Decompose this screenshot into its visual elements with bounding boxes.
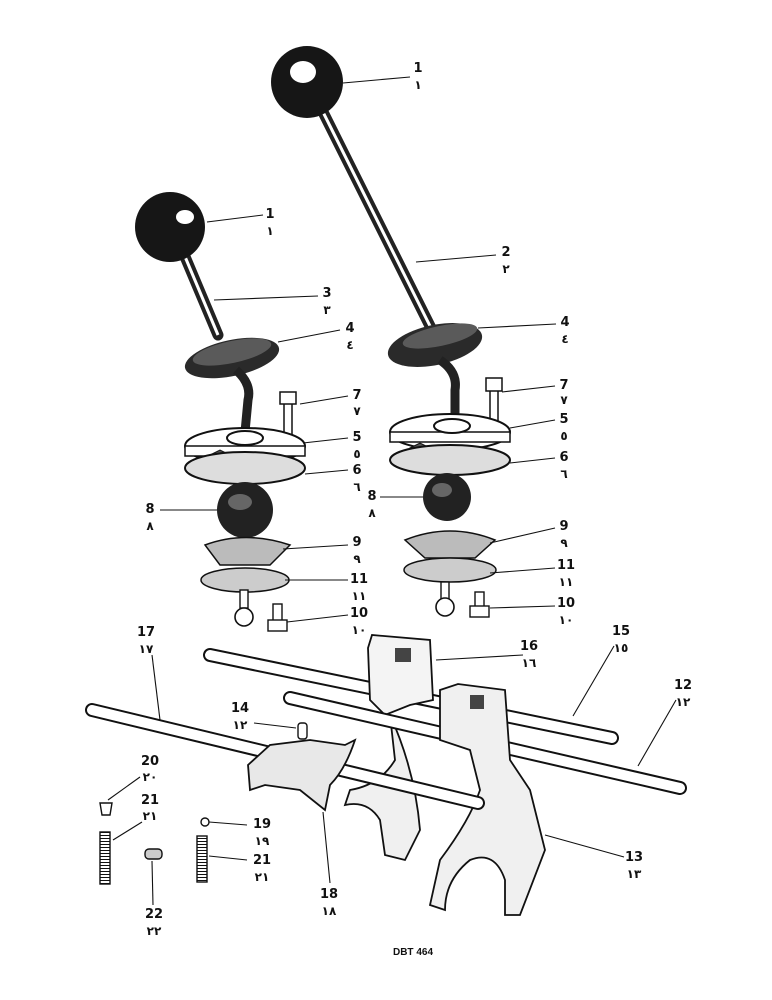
callout-selector-block: 16 <box>520 639 538 654</box>
callout-right-screw: 10 <box>557 596 575 611</box>
callout-long-rod: 17 <box>137 625 155 640</box>
callout-cap: 20 <box>141 754 159 769</box>
callout-left-cup-ar: ٤ <box>346 338 353 352</box>
ball-bearing <box>200 817 210 827</box>
callout-right-lower-plate: 11 <box>557 558 575 573</box>
left-ball-stud <box>234 607 254 627</box>
callout-left-bolt: 7 <box>352 388 361 403</box>
callout-right-screw-ar: ١٠ <box>559 613 574 627</box>
callout-right-flange-ar: ٥ <box>560 429 567 443</box>
callout-right-lever: 2 <box>501 245 510 260</box>
callout-ball-bearing-ar: ١٩ <box>255 834 270 848</box>
plug <box>144 848 163 860</box>
callout-left-bolt-ar: ٧ <box>353 404 361 418</box>
callout-left-knob-ar: ١ <box>266 224 273 238</box>
callout-right-cup-ar: ٤ <box>561 332 568 346</box>
cap <box>99 802 113 816</box>
pin <box>297 722 308 740</box>
callout-right-cup: 4 <box>560 315 569 330</box>
selector-rods-and-forks <box>85 634 687 916</box>
callout-right-lever-ar: ٢ <box>502 262 510 276</box>
left-knob-highlight <box>176 210 194 224</box>
callout-left-stud: 21 <box>141 793 159 808</box>
left-lever-bend <box>232 366 254 433</box>
callout-left-gasket: 6 <box>352 463 361 478</box>
front-fork <box>247 738 357 812</box>
right-gasket <box>389 444 511 476</box>
callout-right-ball: 8 <box>367 489 376 504</box>
leader-lines <box>107 76 677 906</box>
callout-upper-rod-ar: ١٥ <box>614 641 629 655</box>
callout-right-gasket: 6 <box>559 450 568 465</box>
callout-right-plate: 9 <box>559 519 568 534</box>
selector-block <box>367 634 434 717</box>
callout-long-rod-ar: ١٧ <box>139 642 154 656</box>
left-stud <box>99 831 111 885</box>
left-lower-plate <box>200 567 290 593</box>
callout-large-fork: 13 <box>625 850 643 865</box>
callout-left-gasket-ar: ٦ <box>353 480 360 494</box>
callout-right-stud: 21 <box>253 853 271 868</box>
callout-left-flange-ar: ٥ <box>353 447 360 461</box>
callout-left-knob-num: 1 <box>413 61 422 76</box>
callout-left-lever: 3 <box>322 286 331 301</box>
callout-right-plate-ar: ٩ <box>560 536 568 550</box>
callout-left-plate: 9 <box>352 535 361 550</box>
callout-middle-rod: 12 <box>674 678 692 693</box>
right-ball <box>423 473 471 521</box>
callout-left-screw-ar: ١٠ <box>352 623 367 637</box>
callout-left-ball-ar: ٨ <box>146 519 154 533</box>
callout-large-fork-ar: ١٣ <box>627 867 642 881</box>
left-ball <box>217 482 273 538</box>
left-knob <box>135 192 205 262</box>
callout-left-lever-ar: ٣ <box>323 303 331 317</box>
callout-labels: 1 ١ 1 ١ 2 ٢ 3 ٣ 4 ٤ 4 ٤ 7 ٧ 7 ٧ 5 ٥ 5 ٥ … <box>137 61 692 938</box>
callout-right-lower-plate-ar: ١١ <box>559 575 574 589</box>
callout-left-ball: 8 <box>145 502 154 517</box>
large-fork <box>428 683 546 916</box>
drawing-code: DBT 464 <box>393 947 433 958</box>
callout-front-fork: 18 <box>320 887 338 902</box>
callout-right-knob-ar: ١ <box>414 78 421 92</box>
left-plate <box>203 536 292 566</box>
right-lever-assembly <box>271 46 511 618</box>
right-stud <box>196 835 208 883</box>
callout-plug: 22 <box>145 907 163 922</box>
callout-pin-ar: ١٢ <box>233 718 248 732</box>
callout-left-knob: 1 <box>265 207 274 222</box>
callout-front-fork-ar: ١٨ <box>322 904 337 918</box>
callout-ball-bearing: 19 <box>253 817 271 832</box>
left-screw <box>272 603 283 623</box>
callout-left-cup: 4 <box>345 321 354 336</box>
callout-middle-rod-ar: ١٢ <box>676 695 691 709</box>
callout-plug-ar: ٢٢ <box>147 924 162 938</box>
callout-pin: 14 <box>231 701 249 716</box>
callout-right-ball-ar: ٨ <box>368 506 376 520</box>
callout-left-flange: 5 <box>352 430 361 445</box>
callout-right-bolt-ar: ٧ <box>560 393 568 407</box>
callout-left-screw: 10 <box>350 606 368 621</box>
callout-right-bolt: 7 <box>559 378 568 393</box>
callout-right-stud-ar: ٢١ <box>255 870 270 884</box>
callout-left-stud-ar: ٢١ <box>143 809 158 823</box>
callout-left-lower-plate-ar: ١١ <box>352 589 367 603</box>
callout-cap-ar: ٢٠ <box>143 770 158 784</box>
callout-right-gasket-ar: ٦ <box>560 467 567 481</box>
callout-selector-block-ar: ١٦ <box>522 656 537 670</box>
callout-right-flange: 5 <box>559 412 568 427</box>
right-plate <box>403 530 497 559</box>
left-lever-assembly <box>135 192 306 632</box>
left-gasket <box>184 451 306 485</box>
callout-upper-rod: 15 <box>612 624 630 639</box>
callout-left-lower-plate: 11 <box>350 572 368 587</box>
callout-left-plate-ar: ٩ <box>353 552 361 566</box>
